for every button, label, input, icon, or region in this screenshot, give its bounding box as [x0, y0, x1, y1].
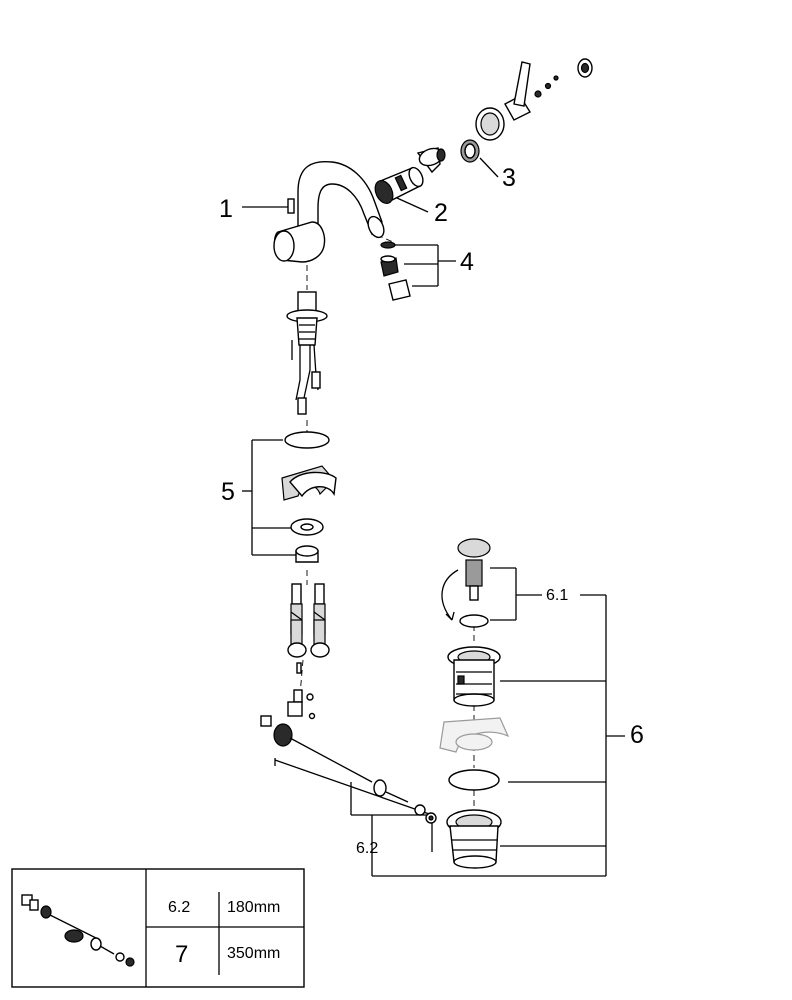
flexible-hoses: [287, 583, 330, 658]
mounting-set-part-5: [281, 431, 337, 563]
faucet-body-part-1: [273, 160, 385, 263]
rod-thumbnail-icon: [21, 894, 135, 967]
callout-5: 5: [221, 478, 235, 506]
callout-6-1: 6.1: [546, 587, 568, 604]
lever-handle-assembly: [475, 58, 593, 141]
callout-2: 2: [434, 199, 448, 227]
length-table: 6.2 180mm 7 350mm: [11, 868, 305, 988]
drain-assembly-part-6: [439, 646, 510, 869]
table-row2-length: 350mm: [227, 945, 280, 962]
table-row1-length: 180mm: [227, 899, 280, 916]
aerator-part-4: [380, 241, 411, 301]
table-row2-part-id: 7: [175, 941, 188, 968]
seal-ring-part-3: [416, 139, 480, 174]
callout-3: 3: [502, 164, 516, 192]
supply-hoses: [286, 291, 328, 415]
pop-up-rod-part-6-2: [260, 662, 437, 824]
callout-4: 4: [460, 248, 474, 276]
cartridge-part-2: [374, 166, 424, 204]
callout-6-2: 6.2: [356, 840, 378, 857]
leader-lines: [242, 157, 625, 877]
pop-up-plug-part-6-1: [441, 538, 491, 628]
callout-6: 6: [630, 721, 644, 749]
callout-1: 1: [219, 195, 233, 223]
table-row1-part-id: 6.2: [168, 899, 190, 916]
